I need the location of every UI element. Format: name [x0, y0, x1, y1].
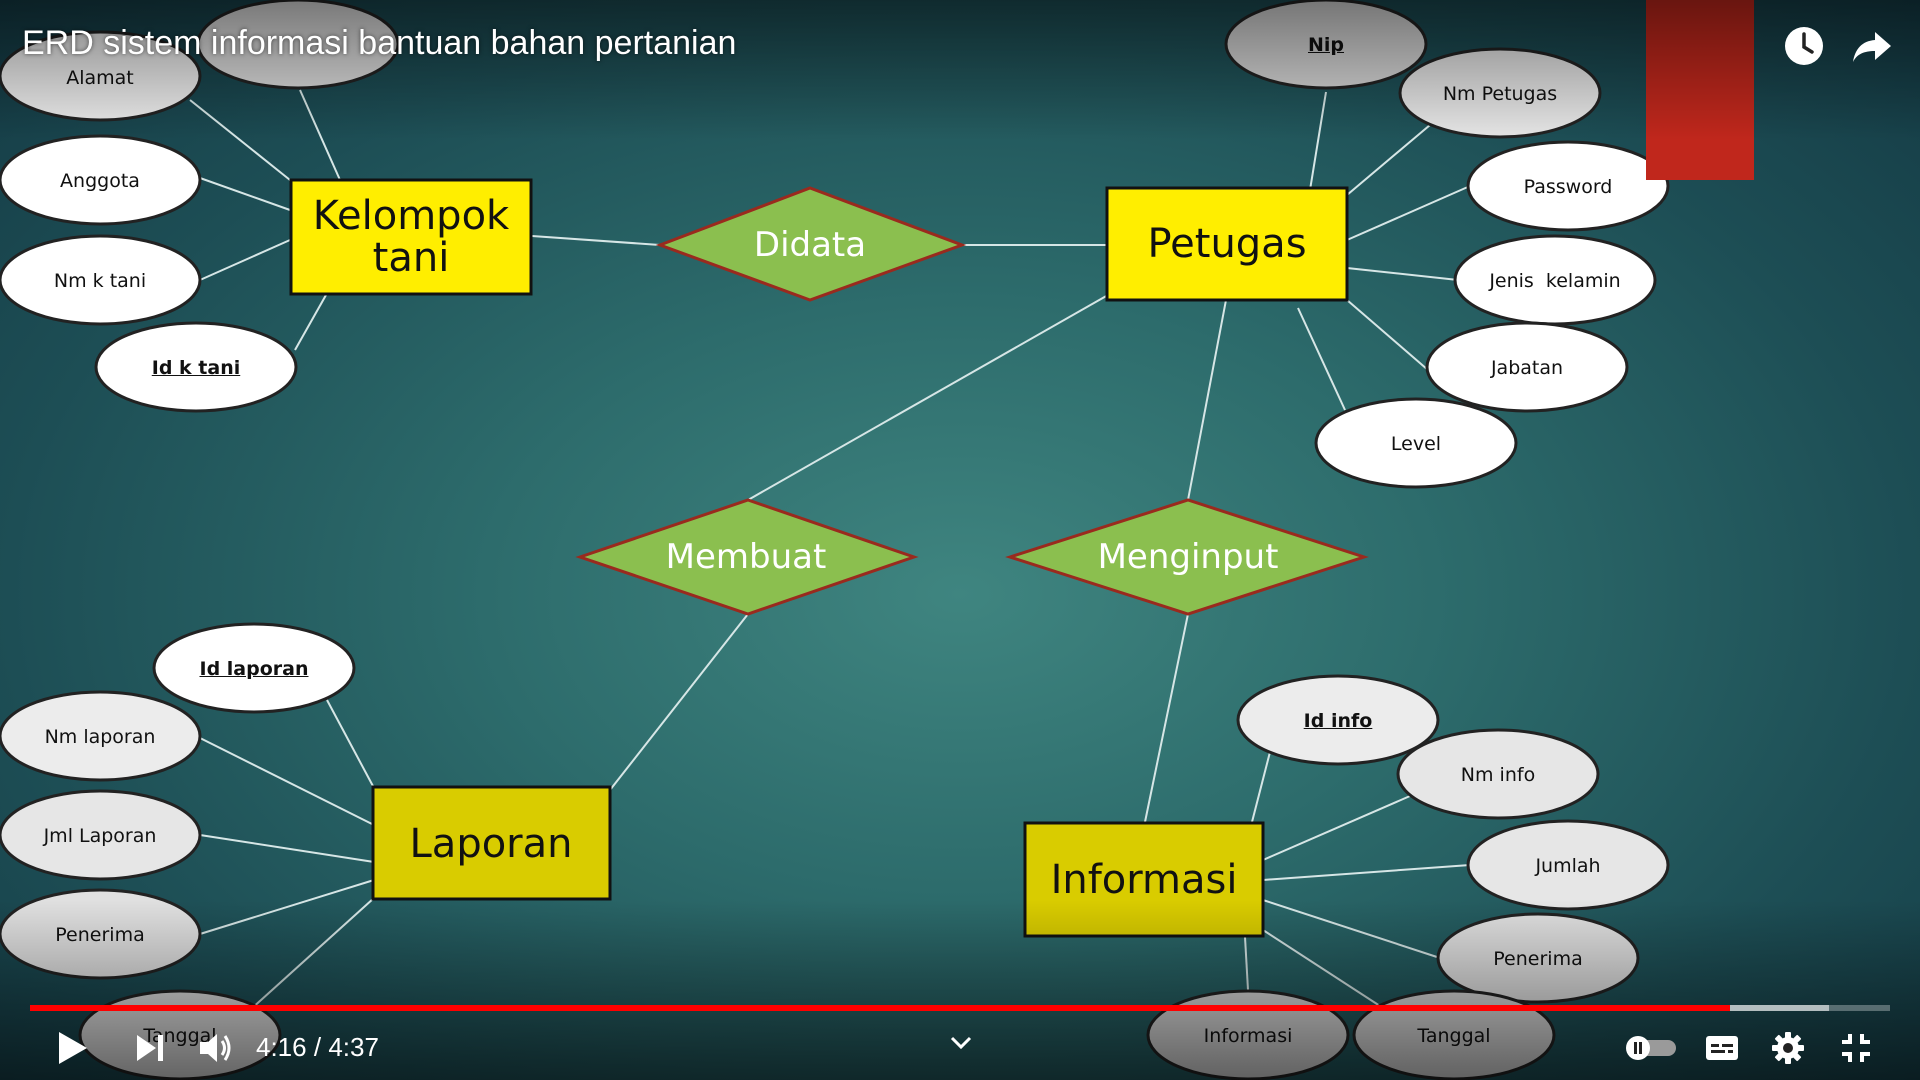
video-title[interactable]: ERD sistem informasi bantuan bahan perta…: [22, 24, 737, 62]
duration: 4:37: [328, 1032, 379, 1062]
exit-fullscreen-icon: [1842, 1034, 1870, 1062]
autoplay-toggle-icon: [1626, 1036, 1676, 1060]
entity-boxes: [289, 178, 1349, 938]
attr-penerima-info-ellipse: [1436, 912, 1640, 1004]
volume-icon: [200, 1034, 231, 1062]
skip-next-icon: [137, 1035, 163, 1061]
play-button[interactable]: [50, 1026, 94, 1070]
attr-id-laporan-ellipse: [152, 622, 356, 714]
chevron-down-icon[interactable]: [946, 1028, 976, 1058]
play-icon: [59, 1032, 87, 1064]
attr-hidden-ellipse: [196, 0, 400, 90]
red-decoration-block: [1646, 0, 1754, 180]
current-time: 4:16: [256, 1032, 307, 1062]
time-separator: /: [313, 1032, 322, 1062]
attr-level-ellipse: [1314, 397, 1518, 489]
attr-nm-info-ellipse: [1396, 728, 1600, 820]
rel-menginput-diamond: [1005, 498, 1369, 616]
attr-nm-petugas-ellipse: [1398, 47, 1602, 139]
progress-bar[interactable]: [30, 1005, 1890, 1011]
next-button[interactable]: [128, 1026, 172, 1070]
entity-informasi-box: [1023, 821, 1265, 938]
subtitles-button[interactable]: [1700, 1026, 1744, 1070]
attr-jenis-kelamin-ellipse: [1453, 234, 1657, 326]
autoplay-toggle[interactable]: [1624, 1026, 1678, 1070]
entity-kelompok-tani-box: [289, 178, 533, 296]
attr-jumlah-ellipse: [1466, 819, 1670, 911]
subtitles-icon: [1706, 1036, 1738, 1060]
volume-button[interactable]: [194, 1026, 238, 1070]
entity-petugas-box: [1105, 186, 1349, 302]
attr-penerima-laporan-ellipse: [0, 888, 202, 980]
settings-button[interactable]: [1766, 1026, 1810, 1070]
attr-nm-laporan-ellipse: [0, 690, 202, 782]
attr-jml-laporan-ellipse: [0, 789, 202, 881]
attr-nip-ellipse: [1224, 0, 1428, 90]
attr-id-info-ellipse: [1236, 674, 1440, 766]
clock-icon[interactable]: [1782, 24, 1826, 68]
attr-jabatan-ellipse: [1425, 321, 1629, 413]
progress-played: [30, 1005, 1731, 1011]
gear-icon: [1772, 1032, 1804, 1064]
entity-laporan-box: [371, 785, 612, 901]
attr-password-ellipse: [1466, 140, 1670, 232]
time-display: 4:16 / 4:37: [256, 1032, 379, 1063]
rel-didata-diamond: [655, 186, 967, 302]
share-arrow-icon[interactable]: [1850, 24, 1894, 68]
attr-nm-k-tani-ellipse: [0, 234, 202, 326]
relationship-diamonds: [575, 186, 1369, 616]
attr-alamat-ellipse: [0, 30, 202, 122]
attr-id-k-tani-ellipse: [94, 321, 298, 413]
attr-anggota-ellipse: [0, 134, 202, 226]
exit-fullscreen-button[interactable]: [1834, 1026, 1878, 1070]
rel-membuat-diamond: [575, 498, 919, 616]
